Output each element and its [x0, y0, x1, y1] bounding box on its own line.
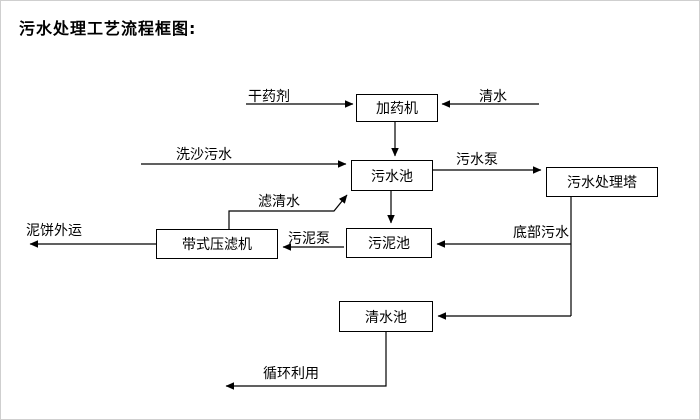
node-belt-filter-press: 带式压滤机 [156, 229, 278, 259]
edge-label-filtered-water: 滤清水 [258, 194, 300, 210]
node-treatment-tower-label: 污水处理塔 [567, 175, 637, 191]
edge-label-clean-water: 清水 [479, 89, 507, 105]
node-dosing-machine-label: 加药机 [376, 101, 418, 117]
edge-label-dry-chemical: 干药剂 [248, 89, 290, 105]
node-clean-water-pool-label: 清水池 [365, 309, 407, 326]
page-title: 污水处理工艺流程框图: [19, 19, 197, 38]
node-sewage-pool-label: 污水池 [371, 168, 413, 185]
edge-label-sludge-pump: 污泥泵 [288, 231, 330, 247]
edge-label-recycle: 循环利用 [263, 366, 319, 382]
node-treatment-tower: 污水处理塔 [546, 167, 658, 197]
edge-label-bottom-sewage: 底部污水 [513, 225, 569, 241]
edge-recycle-arrow [225, 332, 387, 390]
edge-label-sand-washing-sewage: 洗沙污水 [176, 147, 232, 163]
node-sludge-pool: 污泥池 [346, 228, 432, 258]
node-sludge-pool-label: 污泥池 [368, 236, 410, 252]
node-clean-water-pool: 清水池 [339, 301, 433, 332]
edge-label-mud-cake-out: 泥饼外运 [26, 223, 82, 239]
node-dosing-machine: 加药机 [356, 94, 438, 122]
edge-label-sewage-pump: 污水泵 [456, 152, 498, 168]
node-belt-filter-press-label: 带式压滤机 [182, 237, 252, 253]
node-sewage-pool: 污水池 [351, 160, 433, 191]
edge-filtered-water-arrow [228, 194, 348, 229]
